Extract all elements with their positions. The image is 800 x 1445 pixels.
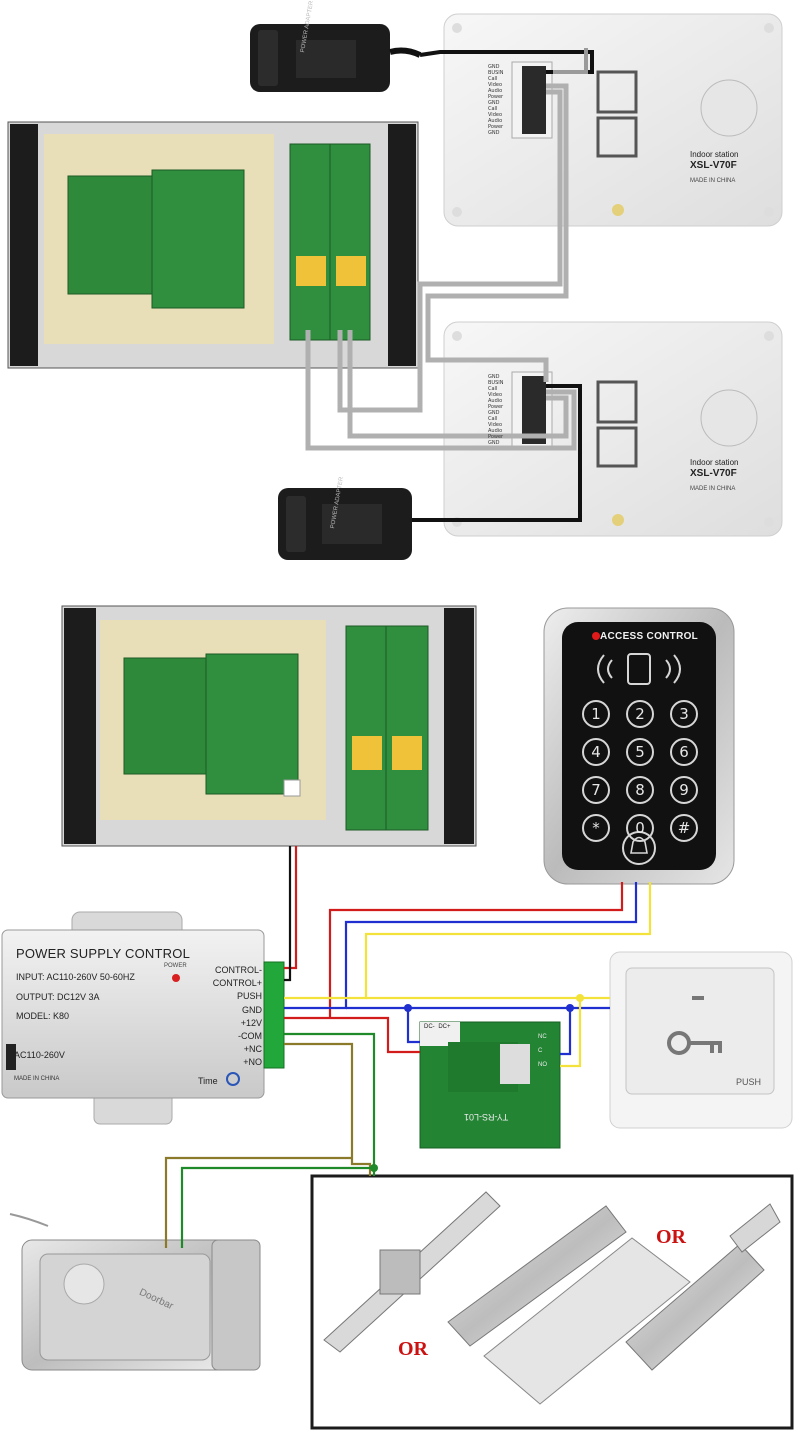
keypad-key-3[interactable]: 3 [670, 700, 698, 728]
or-label-2: OR [398, 1338, 428, 1360]
terminal-label: Call [488, 386, 498, 392]
indoor-station-1 [443, 13, 783, 227]
terminal-label: Audio [488, 118, 503, 124]
indoor-station-1-model-label: Indoor station [690, 150, 739, 159]
indoor-station-2-made-in: MADE IN CHINA [690, 486, 736, 492]
terminal-label: GND [488, 64, 500, 70]
power-supply-model: MODEL: K80 [16, 1011, 70, 1021]
terminal-label: Power [488, 124, 504, 130]
indoor-station-2-model-label: Indoor station [690, 458, 739, 467]
terminal-no: +NO [243, 1057, 262, 1068]
exit-push-button [609, 951, 793, 1129]
terminal-label: Video [488, 422, 503, 428]
keypad-key-8[interactable]: 8 [626, 776, 654, 804]
keypad-key-1[interactable]: 1 [582, 700, 610, 728]
terminal-label: Audio [488, 88, 503, 94]
relay-dc-minus: DC- [424, 1024, 435, 1030]
power-supply-title: POWER SUPPLY CONTROL [16, 946, 190, 961]
terminal-label: Power [488, 94, 504, 100]
keypad-key-star[interactable]: * [582, 814, 610, 842]
power-supply-input: INPUT: AC110-260V 50-60HZ [16, 972, 135, 982]
terminal-label: Audio [488, 428, 503, 434]
terminal-nc: +NC [243, 1044, 262, 1055]
keypad-key-7[interactable]: 7 [582, 776, 610, 804]
terminal-label: BUSIN [488, 70, 504, 76]
relay-board [419, 1021, 561, 1149]
power-supply-terminal-labels: CONTROL- CONTROL+ PUSH GND +12V -COM +NC… [200, 964, 262, 1070]
or-label-1: OR [656, 1226, 686, 1248]
terminal-label: GND [488, 440, 500, 446]
terminal-label: Video [488, 112, 503, 118]
relay-board-label: TY-RS-L01 [464, 1112, 509, 1122]
power-supply-box [1, 911, 285, 1125]
terminal-label: GND [488, 130, 500, 136]
terminal-label: Call [488, 106, 498, 112]
power-indicator-label: POWER [164, 963, 187, 969]
indoor-station-2-terminals: GND BUSIN Call Video Audio Power GND Cal… [488, 374, 516, 446]
terminal-label: Call [488, 416, 498, 422]
terminal-gnd: GND [242, 1004, 262, 1015]
terminal-control-plus: CONTROL+ [212, 978, 262, 989]
power-adapter-2 [278, 488, 412, 560]
terminal-label: GND [488, 410, 500, 416]
keypad-key-9[interactable]: 9 [670, 776, 698, 804]
indoor-station-2-model-code: XSL-V70F [690, 468, 737, 479]
terminal-12v: +12V [240, 1017, 262, 1028]
terminal-push: PUSH [236, 991, 262, 1002]
rim-electric-lock [9, 1213, 261, 1371]
relay-nc: NC [538, 1034, 547, 1040]
terminal-label: GND [488, 100, 500, 106]
access-control-title: ACCESS CONTROL [600, 631, 699, 642]
terminal-label: Power [488, 404, 504, 410]
terminal-label: Video [488, 392, 503, 398]
relay-board-terminals: DC- DC+ [424, 1024, 451, 1030]
keypad-key-hash[interactable]: # [670, 814, 698, 842]
power-supply-made-in: MADE IN CHINA [14, 1076, 60, 1082]
outdoor-unit-box-1 [7, 121, 419, 369]
keypad-grid: 1 2 3 4 5 6 7 8 9 * 0 # [582, 700, 698, 842]
indoor-station-2 [443, 321, 783, 537]
terminal-label: Power [488, 434, 504, 440]
power-adapter-1 [250, 24, 422, 92]
terminal-label: GND [488, 374, 500, 380]
keypad-key-6[interactable]: 6 [670, 738, 698, 766]
terminal-control-minus: CONTROL- [215, 965, 262, 975]
indoor-station-1-made-in: MADE IN CHINA [690, 178, 736, 184]
bell-icon [628, 836, 650, 858]
terminal-com: -COM [238, 1031, 262, 1042]
outdoor-unit-box-2 [61, 605, 477, 847]
time-knob-icon[interactable] [226, 1072, 240, 1086]
power-supply-ac-label: AC110-260V [14, 1050, 65, 1060]
keypad-key-2[interactable]: 2 [626, 700, 654, 728]
indoor-station-1-model-code: XSL-V70F [690, 160, 737, 171]
power-supply-time-label: Time [198, 1076, 218, 1086]
relay-no: NO [538, 1062, 547, 1068]
terminal-label: Audio [488, 398, 503, 404]
power-supply-output: OUTPUT: DC12V 3A [16, 992, 100, 1002]
keypad-key-5[interactable]: 5 [626, 738, 654, 766]
relay-c: C [538, 1048, 543, 1054]
indoor-station-1-terminals: GND BUSIN Call Video Audio Power GND Cal… [488, 64, 516, 136]
relay-board-output-terminals: NC C NO [538, 1030, 552, 1072]
keypad-key-4[interactable]: 4 [582, 738, 610, 766]
terminal-label: Video [488, 82, 503, 88]
exit-button-label: PUSH [736, 1077, 762, 1087]
keypad-key-0[interactable]: 0 [626, 814, 654, 842]
relay-dc-plus: DC+ [438, 1024, 451, 1030]
terminal-label: BUSIN [488, 380, 504, 386]
terminal-label: Call [488, 76, 498, 82]
lock-options-frame [310, 1174, 794, 1430]
